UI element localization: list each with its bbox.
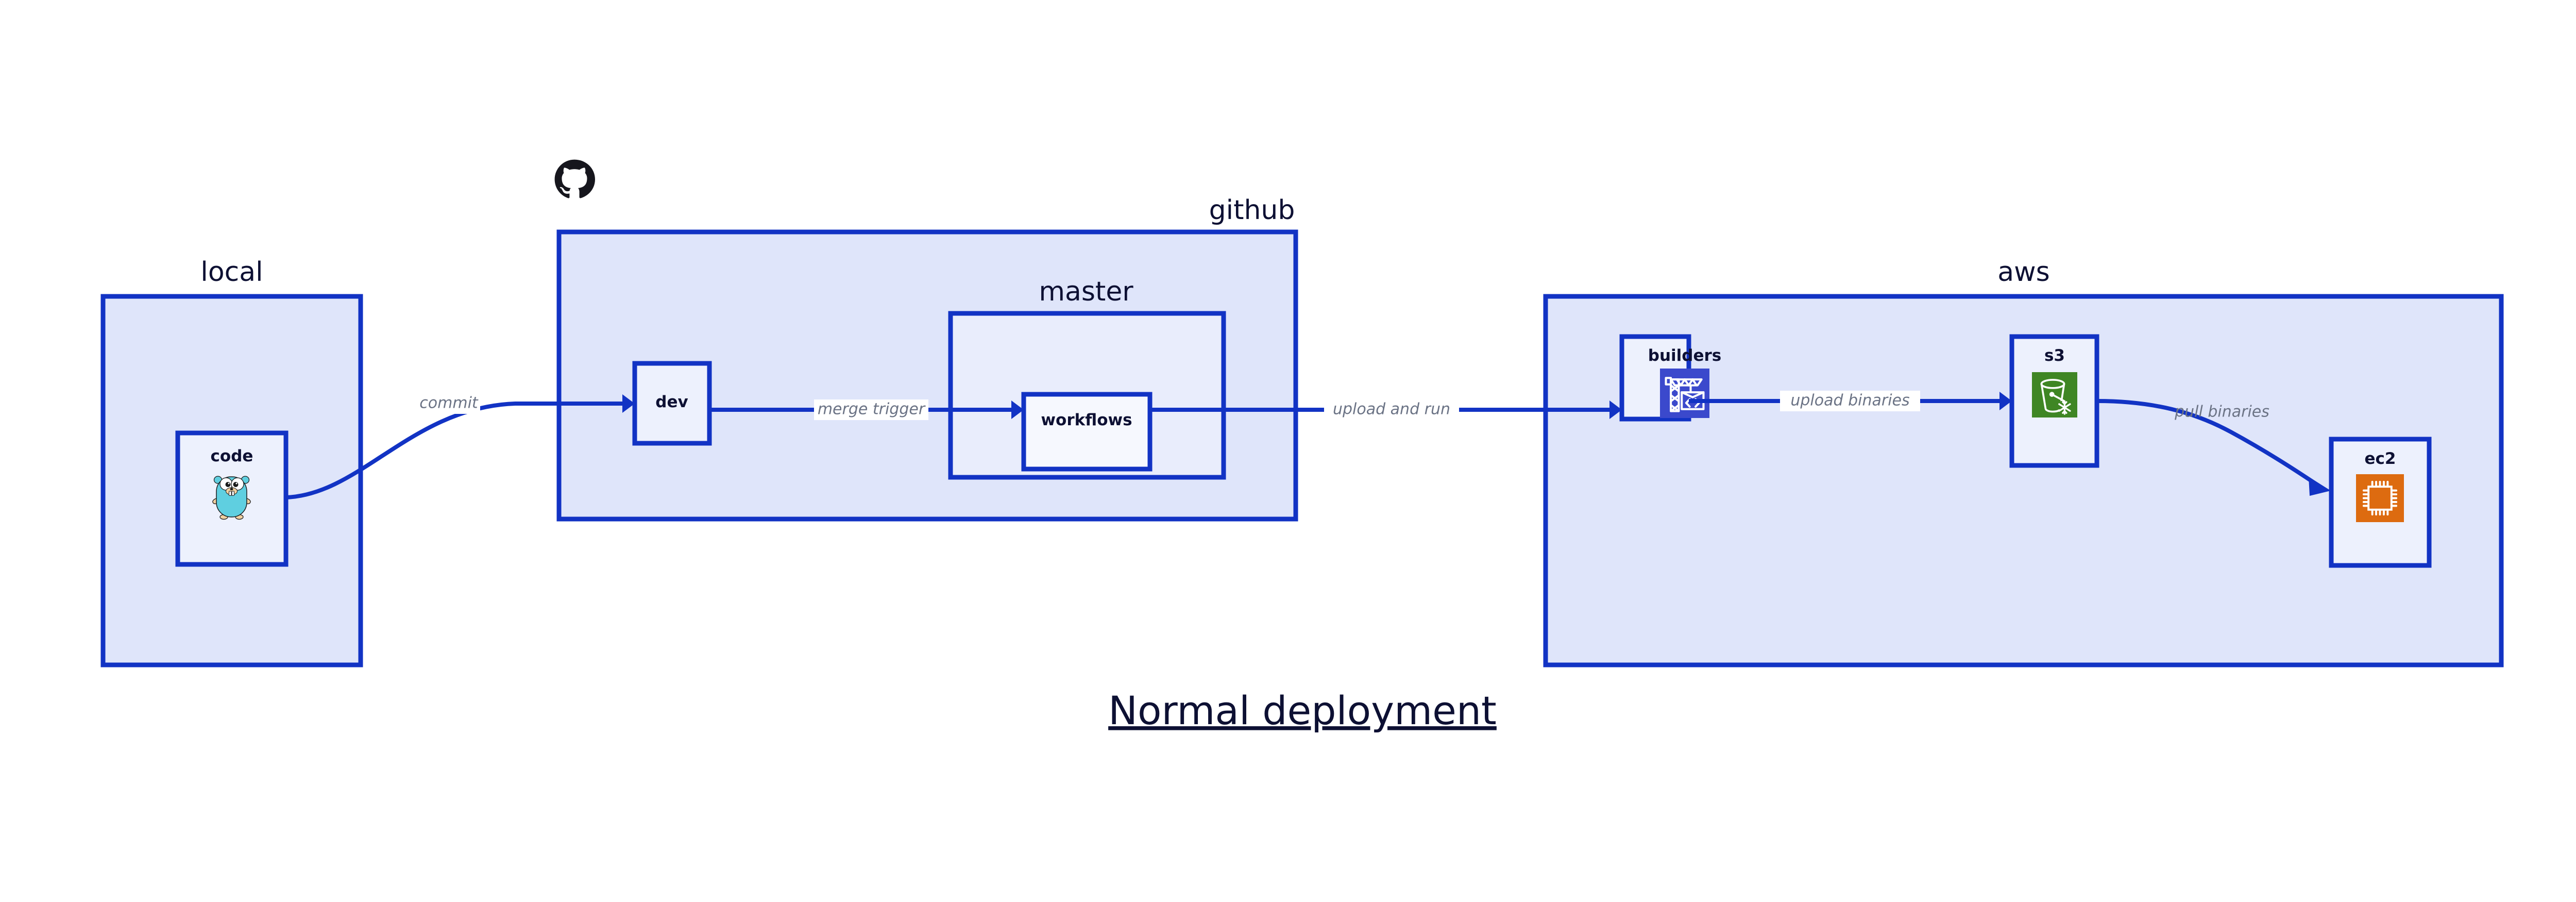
node-box-workflows[interactable]	[1021, 392, 1153, 472]
node-box-dev[interactable]	[632, 361, 712, 446]
aws-builders-icon	[1660, 369, 1709, 418]
group-title-aws: aws	[1997, 257, 2050, 288]
edge-commit-arrowhead	[622, 394, 635, 413]
edge-pull-binaries-arrowhead	[2309, 477, 2331, 496]
aws-ec2-icon	[2355, 473, 2405, 523]
edge-commit-line	[285, 402, 622, 499]
edge-commit-label: commit	[419, 394, 479, 412]
edge-upload-and-run-label: upload and run	[1333, 400, 1450, 419]
edge-upload-binaries: upload binaries	[1689, 391, 2012, 411]
edge-pull-binaries-line	[2096, 399, 2320, 488]
group-title-local: local	[200, 257, 263, 288]
edge-pull-binaries-label: pull binaries	[2174, 403, 2269, 421]
edge-merge-trigger-label: merge trigger	[818, 400, 926, 419]
node-label-ec2: ec2	[2365, 449, 2396, 468]
edge-merge-trigger-arrowhead	[1011, 400, 1024, 419]
edge-upload-and-run: upload and run	[1150, 399, 1622, 420]
edge-upload-binaries-label-bg	[1780, 391, 1920, 411]
edge-commit-label-bg	[417, 393, 480, 414]
edge-pull-binaries: pull binaries	[2096, 399, 2331, 496]
edge-upload-binaries-label: upload binaries	[1790, 392, 1909, 410]
page-title: Normal deployment	[1108, 688, 1497, 733]
github-octocat-icon	[554, 159, 595, 198]
edge-upload-binaries-arrowhead	[1999, 392, 2012, 410]
group-title-master: master	[1039, 276, 1133, 307]
group-title-github: github	[1209, 195, 1295, 226]
edge-upload-and-run-arrowhead	[1609, 400, 1622, 419]
node-label-s3: s3	[2044, 346, 2065, 365]
edge-merge-trigger: merge trigger	[709, 399, 1024, 420]
node-label-workflows: workflows	[1041, 411, 1132, 429]
node-label-dev: dev	[655, 393, 688, 411]
edge-commit: commit	[285, 393, 635, 499]
edge-upload-and-run-label-bg	[1324, 399, 1459, 420]
node-label-code: code	[211, 447, 253, 465]
node-label-builders: builders	[1648, 346, 1721, 365]
edge-merge-trigger-label-bg	[814, 399, 928, 420]
aws-s3-icon	[2031, 371, 2078, 419]
